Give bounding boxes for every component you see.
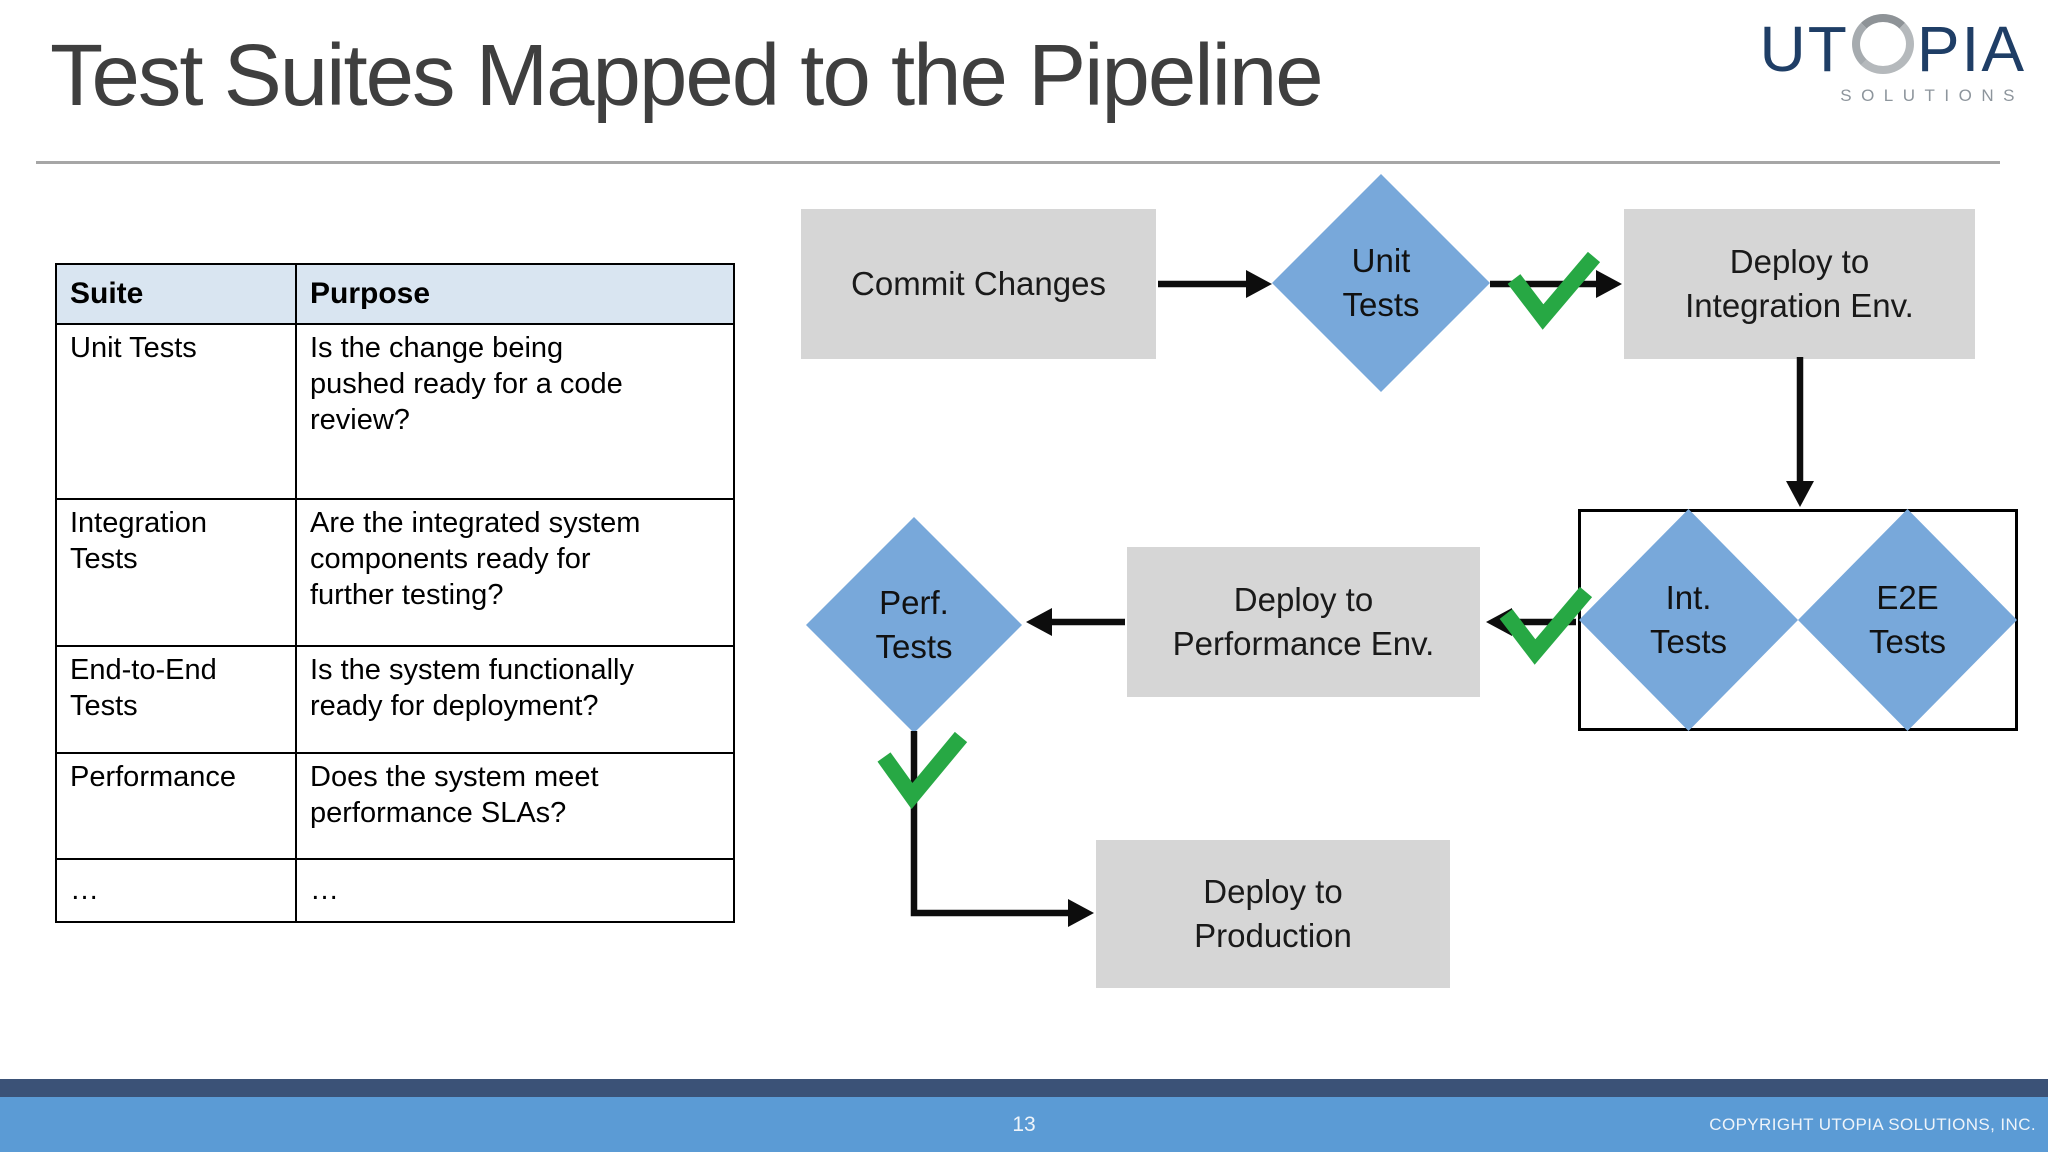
title-divider (36, 161, 2000, 164)
purpose-cell: Is the change being pushed ready for a c… (295, 323, 735, 500)
flow-node-perf-tests: Perf. Tests (806, 517, 1022, 733)
suite-cell: End-to-End Tests (55, 645, 297, 754)
arrowhead-down-icon (1786, 481, 1814, 507)
test-suite-table: Suite Purpose Unit Tests Is the change b… (55, 263, 735, 923)
flow-group-integration-e2e: Int. Tests E2E Tests (1578, 509, 2018, 731)
suite-cell: Unit Tests (55, 323, 297, 500)
logo-o-ring-icon (1851, 14, 1914, 74)
utopia-logo: UT PIA SOLUTIONS (1760, 14, 2026, 106)
logo-wordmark: UT PIA (1760, 14, 2026, 84)
page-title: Test Suites Mapped to the Pipeline (50, 27, 1324, 124)
flow-node-unit-tests: Unit Tests (1272, 174, 1490, 392)
page-number: 13 (1012, 1112, 1036, 1136)
arrowhead-left-icon (1486, 608, 1512, 636)
flow-node-deploy-integration: Deploy to Integration Env. (1624, 209, 1975, 359)
purpose-cell: Is the system functionally ready for dep… (295, 645, 735, 754)
purpose-cell: Does the system meet performance SLAs? (295, 752, 735, 860)
table-header-row: Suite Purpose (55, 263, 735, 325)
suite-cell: Performance (55, 752, 297, 860)
arrowhead-right-icon (1068, 899, 1094, 927)
footer-bar: 13 COPYRIGHT UTOPIA SOLUTIONS, INC. (0, 1097, 2048, 1152)
flow-node-int-tests: Int. Tests (1579, 509, 1798, 731)
suite-cell: … (55, 858, 297, 923)
logo-text-pia: PIA (1916, 13, 2026, 85)
flow-node-deploy-production: Deploy to Production (1096, 840, 1450, 988)
check-icon (877, 731, 968, 810)
flow-node-deploy-performance: Deploy to Performance Env. (1127, 547, 1480, 697)
arrowhead-right-icon (1596, 270, 1622, 298)
table-header-purpose: Purpose (295, 263, 735, 325)
table-header-suite: Suite (55, 263, 297, 325)
footer-accent-bar (0, 1079, 2048, 1097)
logo-subtext: SOLUTIONS (1840, 86, 2024, 105)
arrowhead-left-icon (1026, 608, 1052, 636)
suite-cell: Integration Tests (55, 498, 297, 647)
logo-text-ut: UT (1759, 13, 1849, 85)
arrowhead-right-icon (1246, 270, 1272, 298)
table-row: Unit Tests Is the change being pushed re… (55, 323, 735, 500)
flow-node-e2e-tests: E2E Tests (1798, 509, 2017, 731)
copyright-text: COPYRIGHT UTOPIA SOLUTIONS, INC. (1709, 1114, 2036, 1134)
table-row: End-to-End Tests Is the system functiona… (55, 645, 735, 754)
flow-node-commit-changes: Commit Changes (801, 209, 1156, 359)
check-icon (1507, 251, 1601, 330)
table-row: Performance Does the system meet perform… (55, 752, 735, 860)
table-row: Integration Tests Are the integrated sys… (55, 498, 735, 647)
purpose-cell: … (295, 858, 735, 923)
arrow-perf-to-deploy-production (910, 731, 1070, 917)
table-row: … … (55, 858, 735, 923)
purpose-cell: Are the integrated system components rea… (295, 498, 735, 647)
check-icon (1499, 586, 1593, 665)
